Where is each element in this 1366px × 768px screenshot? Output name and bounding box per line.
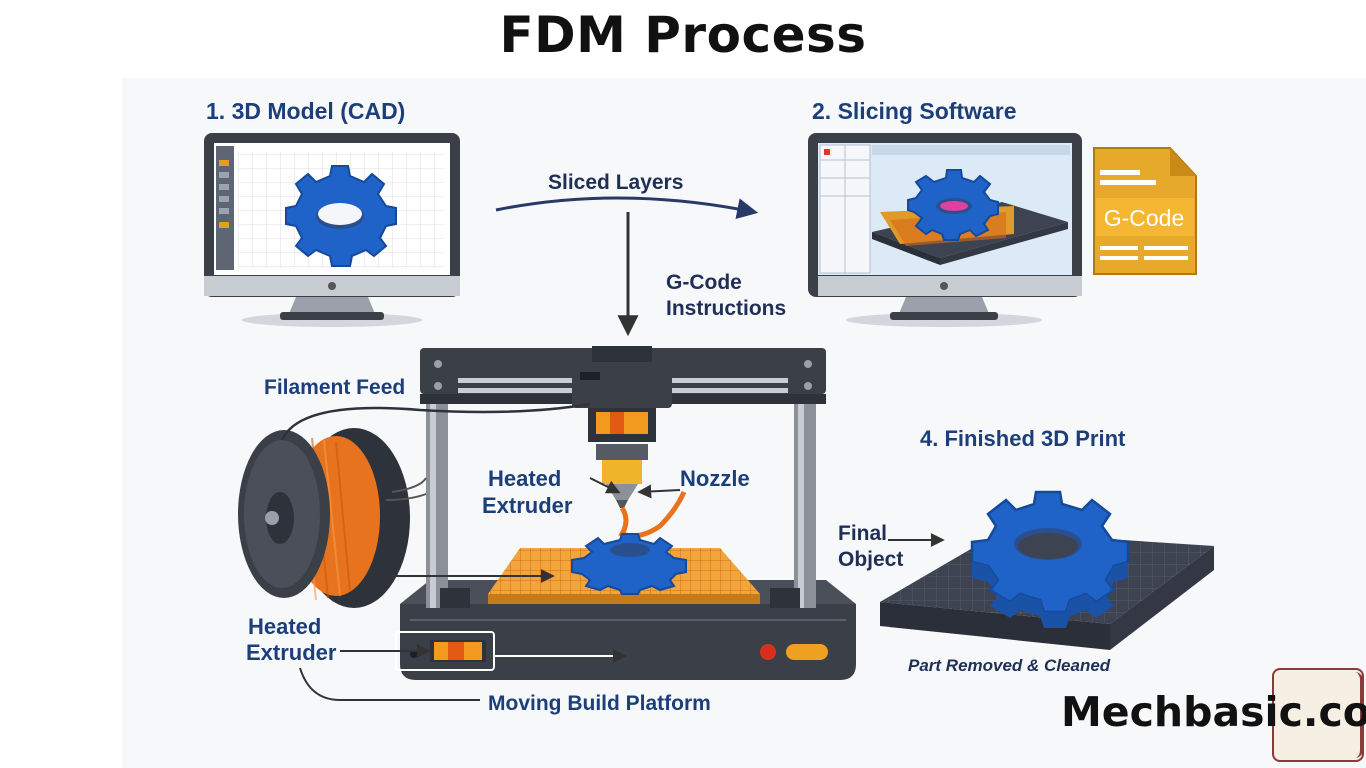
printed-gear-icon [571, 533, 687, 595]
filament-feed-label: Filament Feed [264, 376, 405, 399]
sliced-layers-arrow [495, 196, 759, 219]
filament-feed-line-3 [385, 493, 427, 501]
heated-extruder-bottom-label-1: Heated [248, 614, 321, 639]
gcode-file-icon [1093, 147, 1197, 275]
step1-label: 1. 3D Model (CAD) [206, 98, 405, 124]
nozzle-pointer [637, 484, 681, 499]
power-button [760, 644, 776, 660]
final-object-label-1: Final [838, 522, 887, 545]
status-light [786, 644, 828, 660]
part-removed-label: Part Removed & Cleaned [908, 656, 1111, 675]
brand-badge-shadow [1280, 672, 1363, 758]
heated-extruder-label-2: Extruder [482, 493, 573, 518]
final-object-label-2: Object [838, 548, 903, 571]
filament-feed-line-2 [391, 477, 427, 493]
sliced-layers-label: Sliced Layers [548, 171, 683, 194]
bottom-heater-box [395, 631, 495, 671]
extruded-filament [618, 490, 687, 539]
slicer-gear-icon [907, 169, 999, 241]
gcode-file-label: G-Code [1104, 205, 1185, 231]
step2-label: 2. Slicing Software [812, 98, 1017, 124]
platform-leader [299, 667, 480, 701]
brand-watermark: Mechbasic.com [1061, 688, 1366, 736]
heated-extruder-label-1: Heated [488, 466, 561, 491]
finished-gear-icon [970, 490, 1130, 628]
page-title: FDM Process [499, 6, 867, 64]
filament-feed-line [280, 402, 591, 441]
heated-extruder-bottom-label-2: Extruder [246, 640, 337, 665]
filament-spool [238, 428, 410, 608]
gcode-instructions-label-1: G-Code [666, 271, 742, 294]
gcode-instructions-label-2: Instructions [666, 297, 786, 320]
extruder-head [572, 346, 672, 508]
extruder-pointer [589, 477, 621, 494]
cad-gear-icon [285, 165, 397, 267]
step4-label: 4. Finished 3D Print [920, 426, 1126, 451]
moving-build-platform-label: Moving Build Platform [488, 692, 711, 715]
nozzle-label: Nozzle [680, 466, 750, 491]
brand-badge [1272, 668, 1364, 762]
